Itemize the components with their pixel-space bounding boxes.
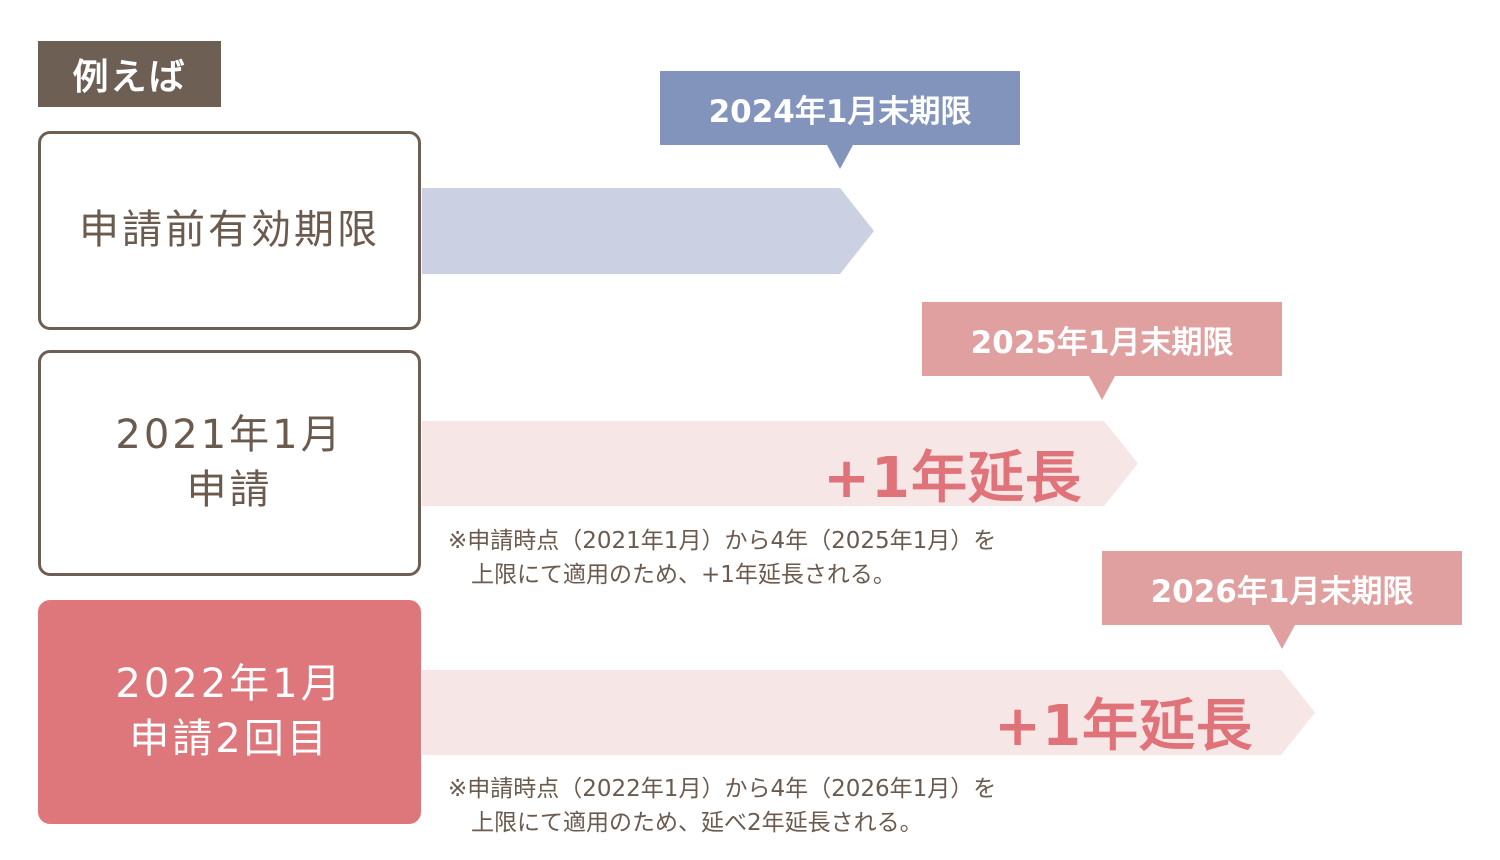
extension-arrow-2	[422, 670, 1315, 755]
extension-arrow-1	[422, 421, 1138, 506]
pre-application-box: 申請前有効期限	[38, 131, 421, 330]
application-2021-box: 2021年1月 申請	[38, 350, 421, 576]
note-line: 上限にて適用のため、延べ2年延長される。	[448, 810, 923, 836]
box-label-line: 2021年1月	[115, 412, 344, 458]
callout-pointer	[827, 145, 853, 169]
box-label-line: 申請前有効期限	[79, 207, 380, 253]
deadline-callout-3: 2026年1月末期限	[1102, 551, 1462, 651]
callout-pointer	[1269, 625, 1295, 649]
callout-pointer	[1089, 376, 1115, 400]
example-tag: 例えば	[38, 41, 221, 107]
deadline-callout-1: 2024年1月末期限	[660, 71, 1020, 171]
deadline-label: 2025年1月末期限	[922, 302, 1282, 376]
note-line: 上限にて適用のため、+1年延長される。	[448, 562, 896, 588]
box-label-line: 申請2回目	[129, 716, 330, 762]
application-2022-second-box: 2022年1月 申請2回目	[38, 600, 421, 824]
validity-arrow-1	[422, 188, 874, 274]
note-2021: ※申請時点（2021年1月）から4年（2025年1月）を 上限にて適用のため、+…	[448, 524, 996, 592]
box-label-line: 申請	[186, 467, 273, 513]
note-line: ※申請時点（2022年1月）から4年（2026年1月）を	[448, 776, 997, 802]
note-2022: ※申請時点（2022年1月）から4年（2026年1月）を 上限にて適用のため、延…	[448, 772, 996, 840]
note-line: ※申請時点（2021年1月）から4年（2025年1月）を	[448, 528, 997, 554]
deadline-label: 2024年1月末期限	[660, 71, 1020, 145]
extension-label-1: +1年延長	[823, 446, 1082, 511]
box-label-line: 2022年1月	[115, 661, 344, 707]
extension-label-2: +1年延長	[994, 694, 1253, 759]
deadline-callout-2: 2025年1月末期限	[922, 302, 1282, 402]
deadline-label: 2026年1月末期限	[1102, 551, 1462, 625]
